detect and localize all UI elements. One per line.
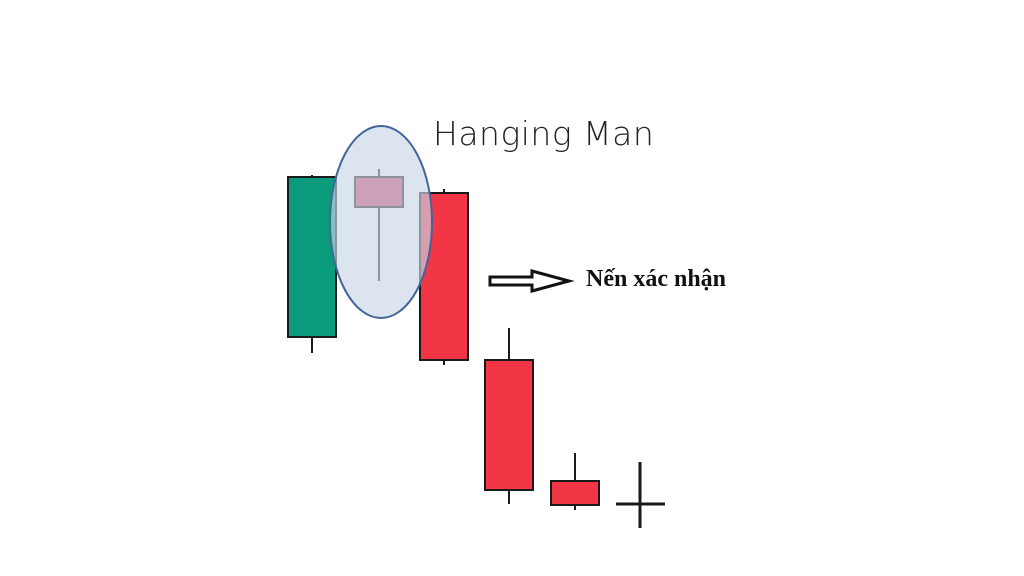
candle-body	[550, 480, 600, 506]
hanging-man-highlight-ellipse	[329, 125, 433, 319]
candle-body	[287, 176, 337, 338]
candles-group	[287, 169, 665, 528]
bearish-candle-3	[550, 453, 600, 510]
candle-body	[484, 359, 534, 491]
pattern-title: Hanging Man	[433, 114, 655, 153]
confirmation-candle-label: Nến xác nhận	[586, 266, 727, 292]
bullish-candle	[287, 175, 337, 353]
bearish-candle-2	[484, 328, 534, 504]
doji-candle	[616, 462, 665, 528]
arrow-icon	[488, 269, 575, 293]
